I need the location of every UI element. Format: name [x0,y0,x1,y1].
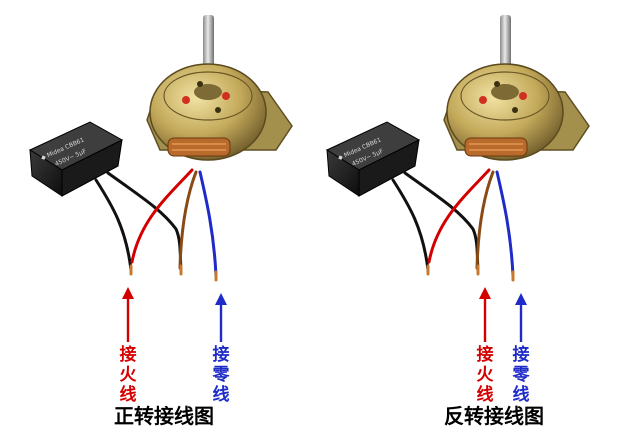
wires-right [391,168,515,282]
panel-left: ◆ Midea CBB61 450V~ 5µF [28,15,293,342]
capacitor-left: ◆ Midea CBB61 450V~ 5µF [28,121,124,197]
motor-housing [149,63,267,161]
live-label-right: 接火线 [476,345,494,405]
motor-coil [464,137,528,157]
neutral-label-right: 接零线 [512,345,530,405]
capacitor-right: ◆ Midea CBB61 450V~ 5µF [325,121,421,197]
wiring-diagram: ◆ Midea CBB61 450V~ 5µF [28,15,590,342]
caption-left: 正转接线图 [114,404,214,428]
caption-right: 反转接线图 [444,404,544,428]
wires-left [94,168,218,282]
motor-housing [446,63,564,161]
motor-coil [167,137,231,157]
motor-right [443,15,590,161]
neutral-label-left: 接零线 [212,345,230,405]
motor-left [146,15,293,161]
panel-right: ◆ Midea CBB61 450V~ 5µF [325,15,590,342]
live-label-left: 接火线 [119,345,137,405]
